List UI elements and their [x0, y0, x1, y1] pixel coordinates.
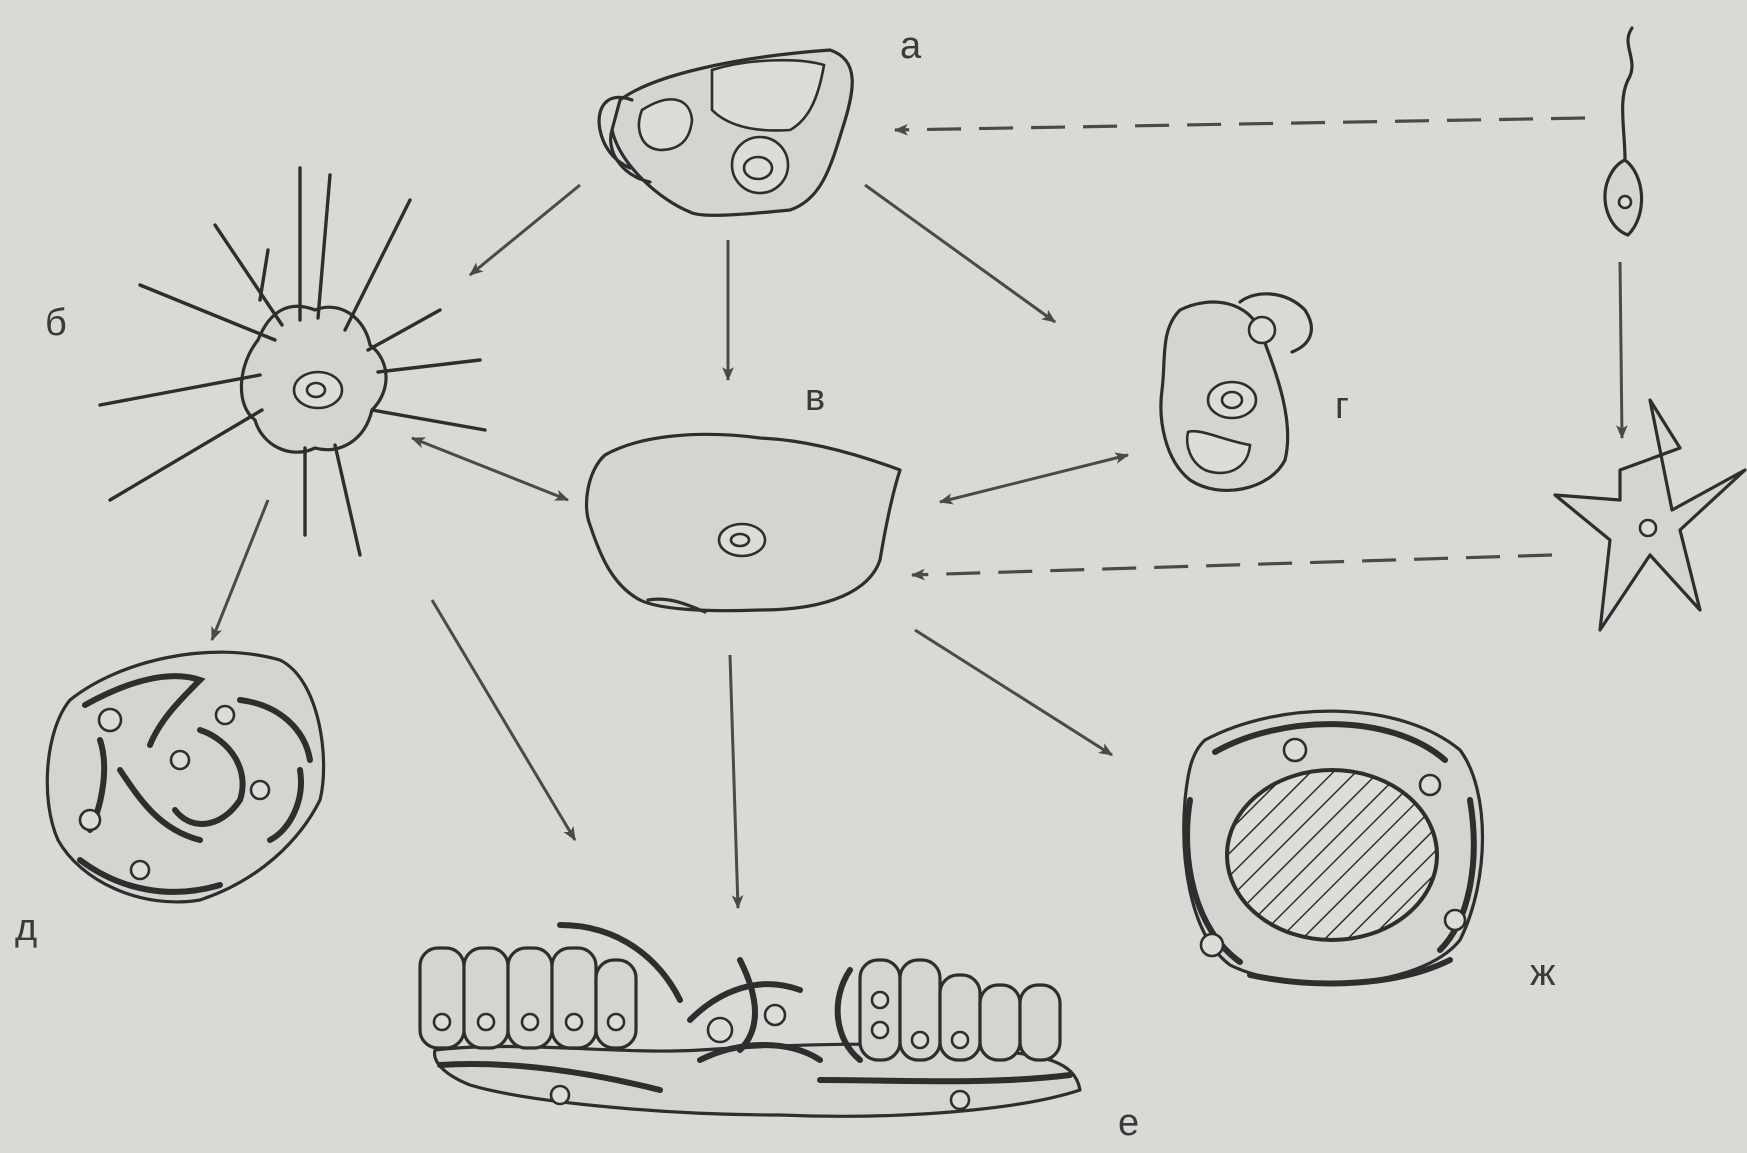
cell-g [1161, 294, 1311, 491]
arrow-v-to-zh [915, 630, 1112, 755]
arrow-a-to-g [865, 185, 1055, 322]
label-d: д [15, 907, 37, 949]
label-a: а [900, 25, 922, 67]
label-b: б [45, 302, 67, 344]
arrow-b-to-e [432, 600, 575, 840]
dashed-arrow-flagellate-to-a [895, 118, 1585, 130]
label-zh: ж [1530, 952, 1556, 994]
arrow-b-to-d [212, 500, 268, 640]
arrow-b-v-bidirectional [412, 438, 568, 500]
cell-a [599, 50, 852, 215]
arrow-a-to-b [470, 185, 580, 275]
arrow-v-to-e [730, 655, 738, 908]
small-star-cell [1555, 400, 1745, 630]
dashed-arrow-star-to-v [912, 555, 1552, 575]
cell-d [47, 652, 323, 902]
label-e: е [1118, 1102, 1139, 1144]
cell-v [586, 434, 900, 612]
tissue-e [420, 925, 1080, 1116]
epithelium-left [420, 948, 636, 1048]
cell-b [100, 168, 485, 555]
arrow-v-g-bidirectional [940, 455, 1128, 502]
flagellate-cell [1605, 28, 1642, 235]
label-g: г [1335, 385, 1349, 427]
epithelium-right [860, 960, 1060, 1060]
label-v: в [805, 377, 825, 419]
arrow-flagellate-to-star [1620, 262, 1622, 438]
structure-zh [1184, 711, 1483, 983]
